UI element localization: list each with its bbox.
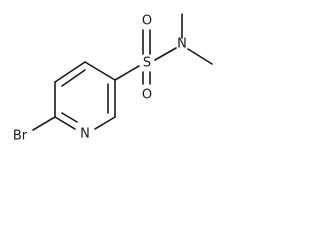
bond-n-c1-a — [54, 116, 76, 130]
bond-c2-n — [94, 116, 116, 130]
atom-br-label: Br — [13, 129, 28, 144]
bond-c4-c3 — [84, 61, 116, 81]
bond-n-c1-b — [61, 112, 78, 123]
atom-o-bottom-label: O — [142, 88, 152, 103]
atom-amide-n-label: N — [177, 37, 187, 52]
bond-s-n — [154, 47, 177, 61]
atom-ring-n-label: N — [80, 127, 90, 142]
bond-c1-br — [32, 116, 56, 131]
bond-n-methyl-right — [187, 48, 213, 65]
atom-s-label: S — [143, 56, 151, 71]
bond-c5-c4-a — [54, 61, 86, 83]
molecule-structure: Br N S O O N — [13, 13, 213, 144]
bond-c3-s — [114, 65, 140, 81]
pyridine-ring — [54, 61, 116, 130]
atom-o-top-label: O — [142, 14, 152, 29]
bond-c5-c4-b — [61, 69, 86, 87]
